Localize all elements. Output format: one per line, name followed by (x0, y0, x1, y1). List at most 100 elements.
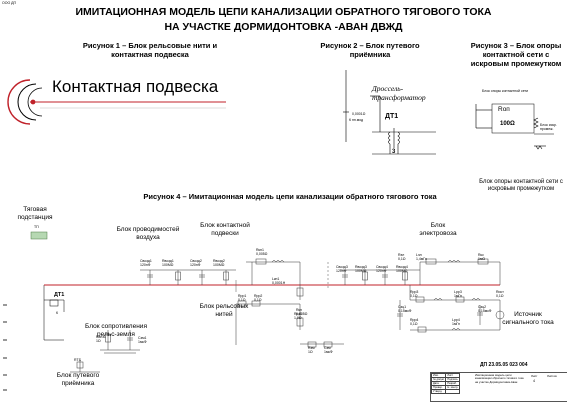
component-name: Rрр2 (254, 294, 263, 298)
component-value: 1Ω (308, 350, 313, 354)
component-name: Свозд4 (376, 265, 388, 269)
stamp-cell: Подпись (445, 377, 461, 382)
component-value: 120пФ (336, 269, 347, 273)
component-value: 100МΩ (355, 269, 367, 273)
fig2-choke-label: Дроссель-трансформатор (372, 84, 426, 102)
component-value: 0,1Ω (238, 298, 246, 302)
component-value: 0,1Ω (410, 294, 418, 298)
component-value: 120пФ (140, 263, 151, 267)
fig3-bottom-caption: Блок опоры контактной сети с искровым пр… (479, 179, 563, 192)
component-name: Rрр3 (410, 290, 419, 294)
stamp-cell: № докум. (430, 377, 447, 382)
component-value: 100МΩ (396, 269, 408, 273)
corner-tag: ООО ДП (2, 1, 17, 5)
fig3-caption: Рисунок 3 – Блок опоры контактной сети с… (470, 41, 562, 68)
fig4-rail-block-label: Блок рельсовых нитей (199, 303, 249, 318)
fig4-substation-tag: ТП (34, 225, 39, 229)
fig4-receiver-label: Блок путевого приёмника (56, 372, 100, 387)
component-value: 0,1Ω (410, 322, 418, 326)
fig4-contact-block-label: Блок контактной подвески (200, 222, 250, 237)
fig3-right-label: Блок искр. промеж. (540, 123, 557, 131)
fig4-caption: Рисунок 4 – Имитационная модель цепи кан… (143, 192, 437, 201)
component-name: Rкс (478, 253, 484, 257)
page-title-line2: НА УЧАСТКЕ ДОРМИДОНТОВКА -АВАН ДВЖД (164, 21, 403, 33)
stamp-cell: Утверд. (430, 389, 447, 394)
component-value: 0,005Ω (296, 312, 308, 316)
component-value: 1мкФ (324, 350, 333, 354)
fig4-air-gap-label: Блок проводимостей воздуха (116, 226, 180, 241)
component-name: Rэл (398, 253, 405, 257)
fig2-schematic (343, 70, 436, 155)
component-value: 0,1Ω (496, 294, 504, 298)
component-value: 0,1Ω (398, 257, 406, 261)
fig2-port-label: 3 (392, 149, 396, 155)
component-name: Rкп (296, 308, 302, 312)
component-name: Rвнз1 (96, 335, 106, 339)
stamp-sheets-label: Листов (547, 374, 557, 378)
component-value: 1мГн (454, 294, 462, 298)
component-name: Rзм (308, 346, 315, 350)
component-name: Rвозд1 (162, 259, 174, 263)
component-name: Rвозд3 (355, 265, 367, 269)
component-name: Lкп1 (272, 277, 280, 281)
component-name: Rрр1 (238, 294, 247, 298)
component-value: 0,1Ω (254, 298, 262, 302)
component-value: 1,4мГн (416, 257, 427, 261)
component-name: Rрз1 (294, 312, 302, 316)
component-name: Rрр4 (410, 318, 419, 322)
component-value: 1мкФ (138, 340, 147, 344)
fig3-top-label: Блок опоры контактной сети (482, 89, 529, 93)
fig2-caption: Рисунок 2 – Блок путевого приёмника (320, 41, 420, 59)
component-value: 0,15мкФ (398, 309, 412, 313)
fig4-rts-label: RТS (74, 358, 81, 362)
component-value: 120пФ (376, 269, 387, 273)
fig3-schematic (475, 103, 554, 150)
component-value: 100МΩ (162, 263, 174, 267)
component-name: Lэл (416, 253, 422, 257)
stamp-sheet-label: Лист (531, 374, 538, 378)
component-name: Rкп1 (256, 248, 264, 252)
component-value: 120пФ (190, 263, 201, 267)
fig3-resistor-value: 100Ω (500, 121, 515, 127)
stamp-title-text: Имитационная модель цепи канализации обр… (475, 373, 524, 384)
stamp-sheet-value: 4 (533, 379, 535, 383)
fig2-transformer-label: ДТ1 (385, 113, 399, 120)
component-name: Сзц1 (398, 305, 407, 309)
fig1-caption: Рисунок 1 – Блок рельсовые нити и контак… (82, 41, 218, 59)
fig2-left-top: 0,0001Ω (352, 112, 366, 116)
component-name: Сзм (324, 346, 331, 350)
component-value: 0,005Ω (256, 252, 268, 256)
component-value: 0,0001Н (272, 281, 286, 285)
fig4-substation-label: Тяговая подстанция (17, 206, 53, 221)
component-value: 1мГн (452, 322, 460, 326)
component-value: 1,0Ω (294, 316, 302, 320)
fig4-signal-label: Источник сигнального тока (502, 311, 554, 326)
component-name: Сзм1 (138, 336, 147, 340)
component-name: Lрр3 (454, 290, 462, 294)
